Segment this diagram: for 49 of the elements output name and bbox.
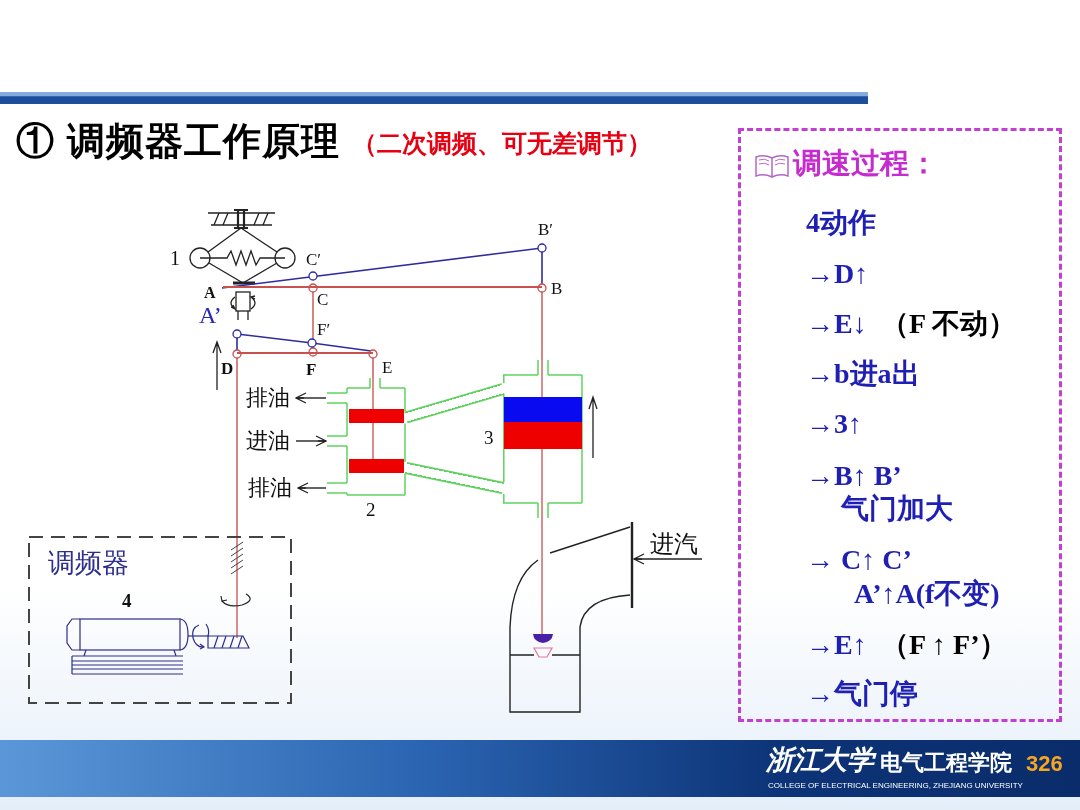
step-text: （F ↑ F’） (881, 631, 1008, 659)
step-text: → C↑ C’ (806, 546, 912, 574)
connecting-rod (368, 349, 378, 379)
step-text: →B↑ B’ (806, 462, 902, 490)
step-text: 气门加大 (841, 495, 953, 523)
flow-arrow (295, 435, 327, 447)
step-text: →E↓ (806, 310, 867, 338)
footer-caption: COLLEGE OF ELECTRICAL ENGINEERING, ZHEJIANG UNIVERSITY (768, 782, 1023, 790)
step-text: →E↑ (806, 631, 867, 659)
process-panel (738, 128, 1062, 722)
frame-title: 调频器 (48, 550, 129, 577)
point-label: E (382, 359, 393, 376)
connecting-rod (537, 283, 547, 361)
flow-arrow (295, 392, 327, 404)
step-text: →3↑ (806, 410, 862, 438)
slide-title: ① 调频器工作原理 (16, 122, 340, 160)
point-label: A’ (199, 303, 222, 327)
step-text: →b进a出 (806, 360, 920, 388)
panel-heading: 调速过程： (793, 149, 938, 178)
flow-arrow (633, 553, 703, 565)
part-number: 4 (122, 591, 132, 610)
flow-label: 进汽 (650, 532, 702, 559)
step-text: →D↑ (806, 260, 869, 288)
subtitle: （二次调频、可无差调节） (352, 131, 652, 156)
school-name: 电气工程学院 (880, 752, 1012, 774)
point-label: D (221, 360, 234, 377)
step-text: →气门停 (806, 680, 918, 708)
flow-label: 排油 (246, 387, 296, 409)
step-text: A’↑A(f不变) (854, 580, 1000, 608)
flow-label: 排油 (248, 477, 298, 499)
part-number: 2 (366, 500, 376, 519)
flow-arrow (297, 482, 327, 494)
page-number: 326 (1026, 753, 1063, 775)
step-text: （F 不动） (881, 310, 1017, 338)
oil-pipe (404, 383, 505, 424)
point-label: C′ (306, 251, 322, 268)
point-label: B (551, 280, 563, 297)
point-label: B′ (538, 221, 554, 238)
point-label: C (317, 291, 329, 308)
point-label: F (306, 361, 317, 378)
part-number: 3 (484, 428, 494, 447)
point-label: A (204, 285, 216, 301)
flow-label: 进油 (246, 430, 296, 452)
connecting-rod (308, 283, 318, 357)
point-label: F′ (317, 321, 331, 338)
part-number: 1 (170, 248, 180, 268)
oil-pipe (404, 462, 505, 494)
step-text: 4动作 (806, 209, 876, 237)
connecting-rod (232, 349, 242, 537)
